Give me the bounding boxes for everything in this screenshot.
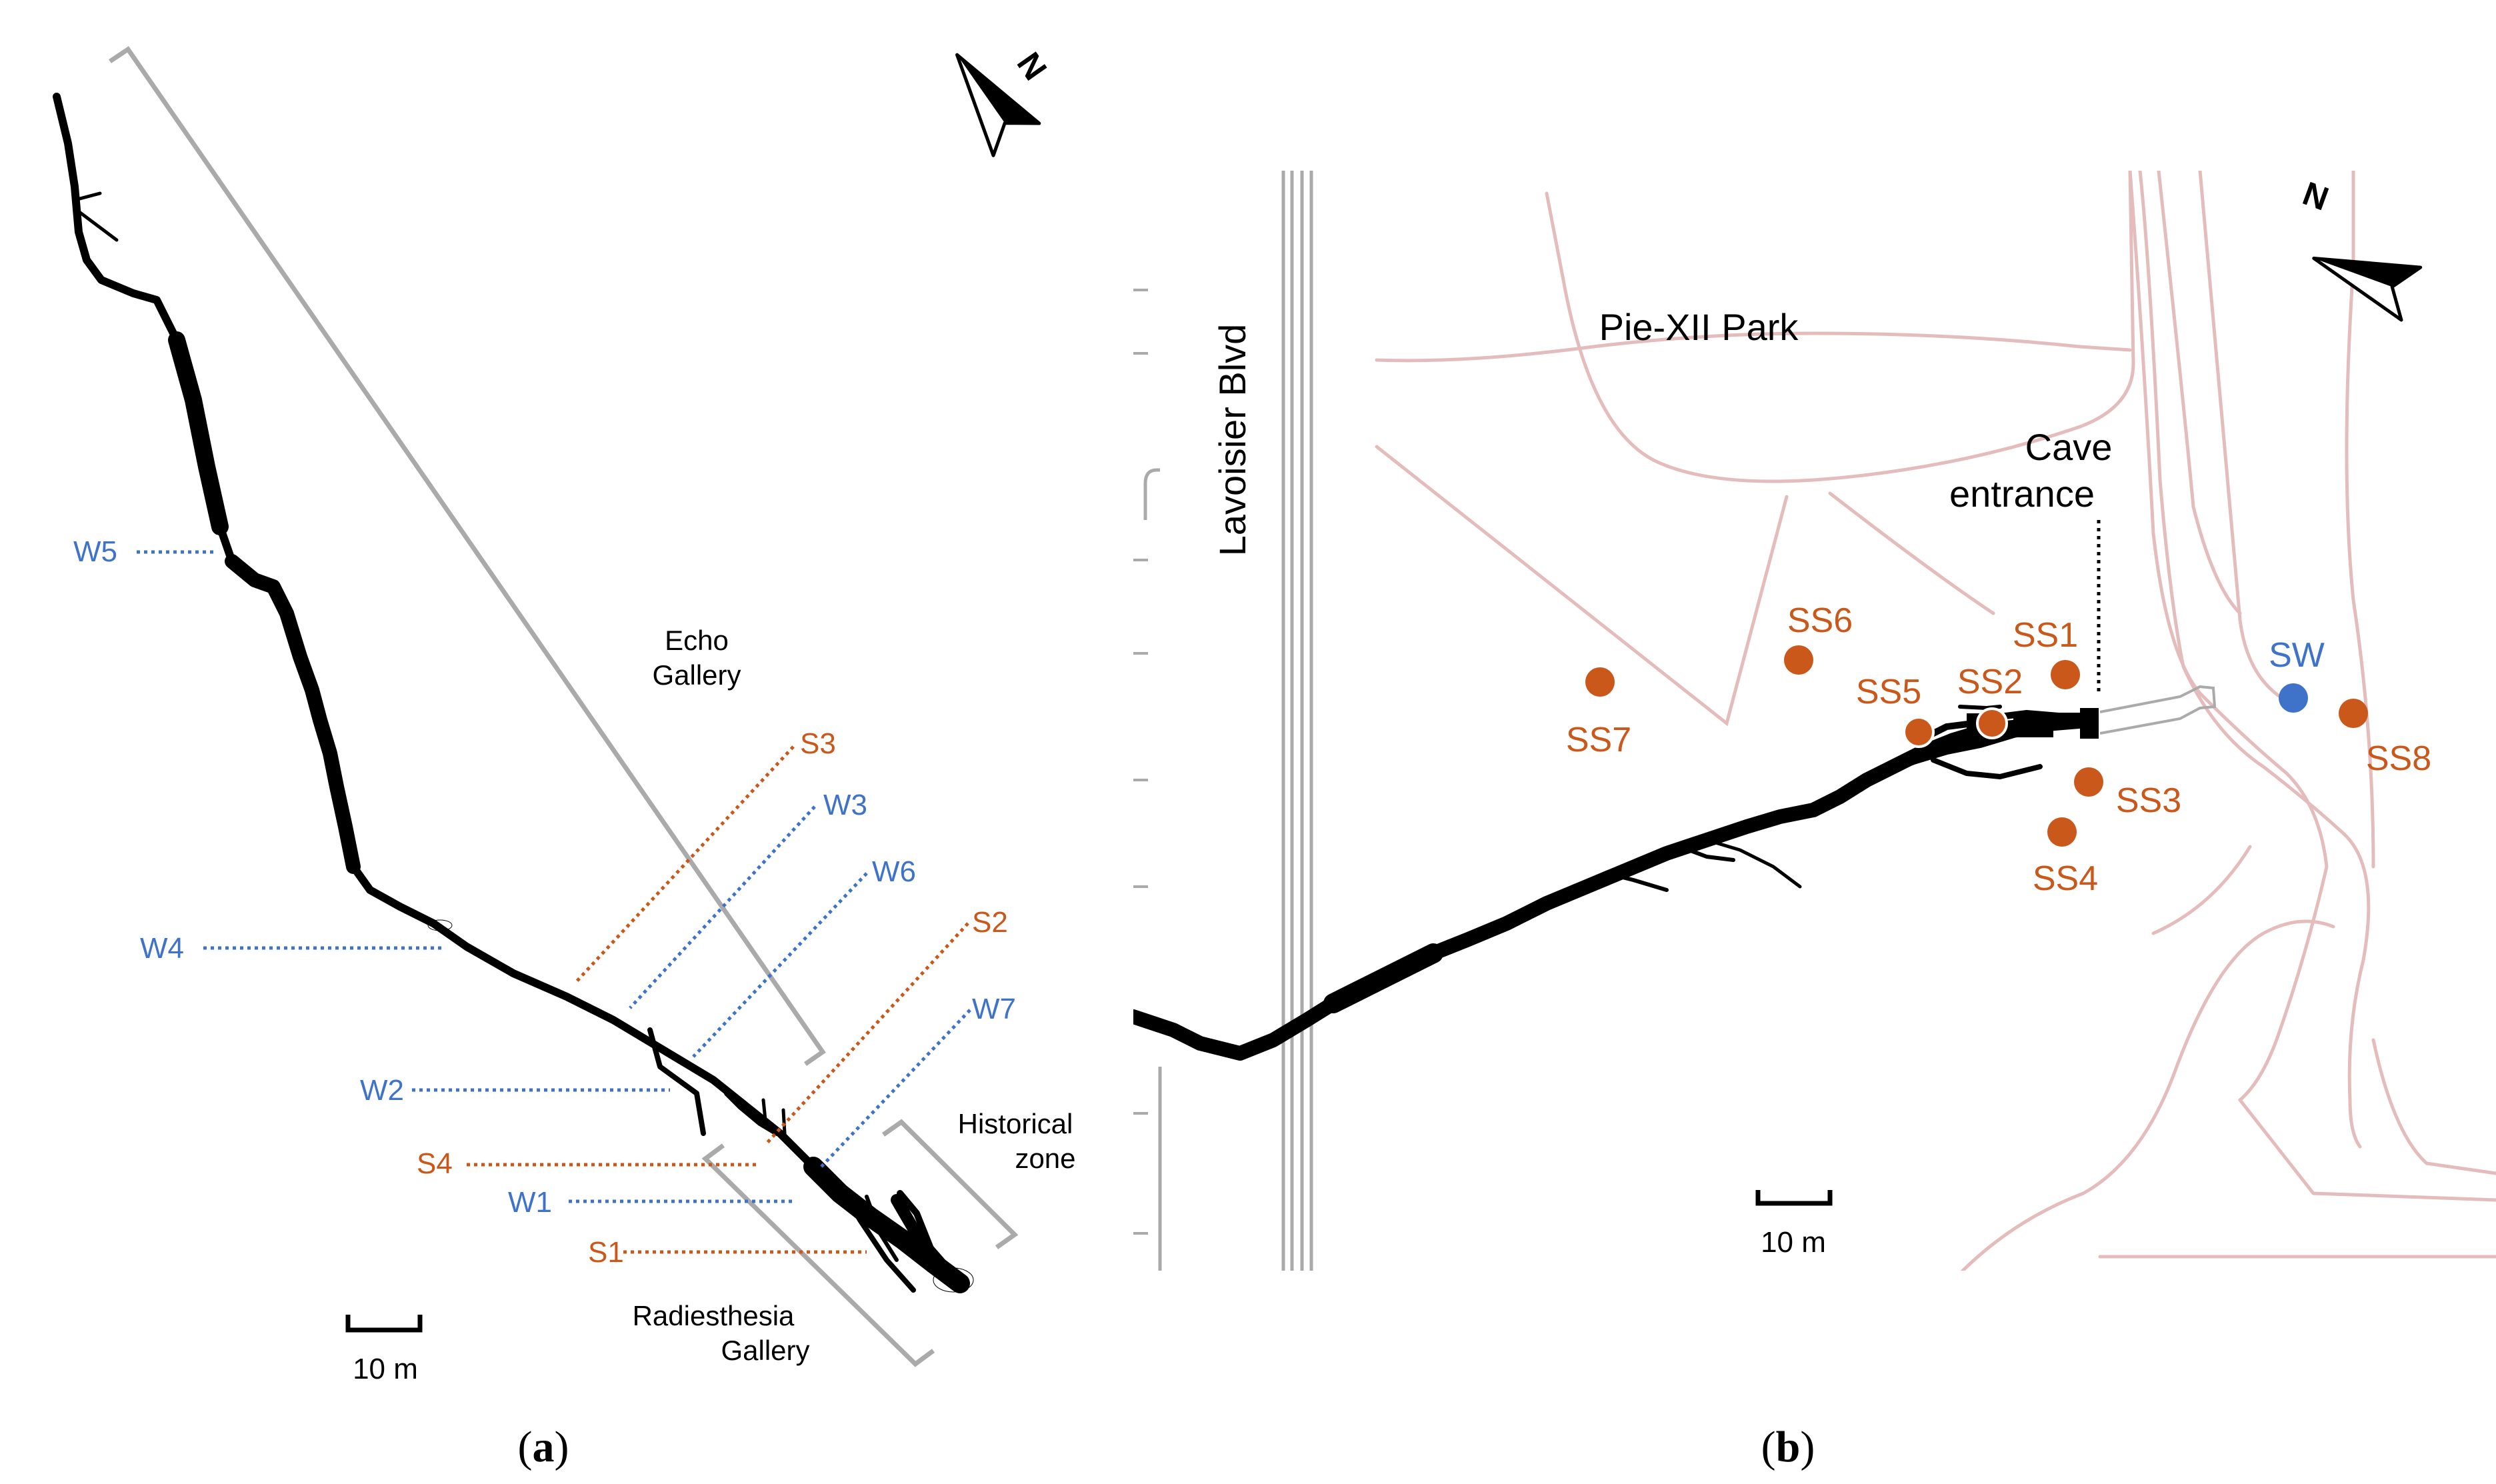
station-leaders [137, 550, 971, 1254]
leader-s2 [765, 922, 969, 1145]
park-label: Pie-XII Park [1599, 306, 1799, 348]
cave-passage-a [53, 93, 974, 1293]
echo-gallery-label-1: Echo [665, 625, 729, 656]
site-sw-label: SW [2269, 636, 2325, 675]
leader-w6 [692, 872, 868, 1058]
site-ss8-dot [2339, 699, 2368, 728]
leader-s3 [575, 745, 795, 983]
north-label-b: N [2298, 175, 2333, 218]
station-w4: W4 [140, 932, 184, 965]
site-ss4-dot [2047, 817, 2077, 847]
radiesthesia-gallery-label-2: Gallery [721, 1335, 809, 1366]
scale-bar-a [345, 1315, 423, 1333]
boulevard-ticks [1133, 289, 1148, 1235]
station-s1: S1 [588, 1236, 624, 1269]
radiesthesia-gallery-label-1: Radiesthesia [633, 1300, 795, 1331]
historical-zone-bracket [881, 1119, 1019, 1249]
scale-bar-b [1755, 1190, 1833, 1206]
site-ss6-dot [1784, 645, 1813, 675]
site-ss8-label: SS8 [2366, 739, 2431, 778]
cave-entrance-label-1: Cave [2025, 426, 2113, 468]
caption-b: (b) [1761, 1423, 1815, 1471]
panel-b: Pie-XII Park Lavoisier Blvd Cave entranc… [1133, 171, 2496, 1471]
site-ss2-label: SS2 [1957, 663, 2023, 701]
station-s4: S4 [417, 1147, 453, 1180]
leader-w3 [629, 805, 816, 1009]
leader-w7 [820, 1009, 971, 1168]
scale-label-a: 10 m [353, 1353, 418, 1385]
site-ss7-label: SS7 [1566, 721, 1631, 759]
site-ss7-dot [1585, 667, 1615, 697]
entrance-tunnel [2099, 685, 2217, 735]
radiesthesia-gallery-bracket [701, 1143, 935, 1367]
echo-gallery-bracket [109, 46, 826, 1066]
station-w1: W1 [508, 1186, 552, 1219]
north-arrow-icon [955, 53, 1041, 157]
station-w3: W3 [823, 789, 867, 821]
echo-gallery-label-2: Gallery [652, 659, 741, 691]
site-ss3-dot [2074, 767, 2103, 797]
boulevard-lines [1143, 171, 1313, 1271]
historical-zone-label-1: Historical [958, 1108, 1073, 1139]
site-ss5-dot [1903, 716, 1935, 748]
sampling-sites [1585, 645, 2368, 847]
caption-a: (a) [518, 1423, 569, 1471]
site-ss1-label: SS1 [2013, 616, 2078, 655]
north-label-a: N [1010, 45, 1055, 87]
site-ss2-dot [1976, 707, 2008, 739]
site-ss3-label: SS3 [2116, 781, 2181, 820]
site-ss1-dot [2051, 660, 2080, 689]
site-ss6-label: SS6 [1787, 601, 1853, 640]
station-w5: W5 [73, 535, 117, 568]
site-ss5-label: SS5 [1856, 673, 1921, 711]
north-arrow-icon [2312, 257, 2423, 322]
station-w2: W2 [360, 1074, 404, 1107]
site-ss4-label: SS4 [2033, 859, 2098, 898]
panel-a: W5 W4 S3 W3 W6 S2 W7 W2 S4 W1 S1 Echo Ga… [53, 45, 1076, 1471]
scale-label-b: 10 m [1761, 1226, 1826, 1259]
station-s2: S2 [972, 906, 1008, 939]
historical-zone-label-2: zone [1015, 1143, 1075, 1174]
station-w6: W6 [872, 855, 916, 888]
station-s3: S3 [800, 727, 836, 760]
station-w7: W7 [972, 993, 1016, 1025]
street-outlines [1375, 171, 2496, 1271]
boulevard-label: Lavoisier Blvd [1211, 324, 1253, 557]
site-sw-dot [2279, 683, 2308, 713]
cave-entrance-label-2: entrance [1949, 473, 2095, 515]
